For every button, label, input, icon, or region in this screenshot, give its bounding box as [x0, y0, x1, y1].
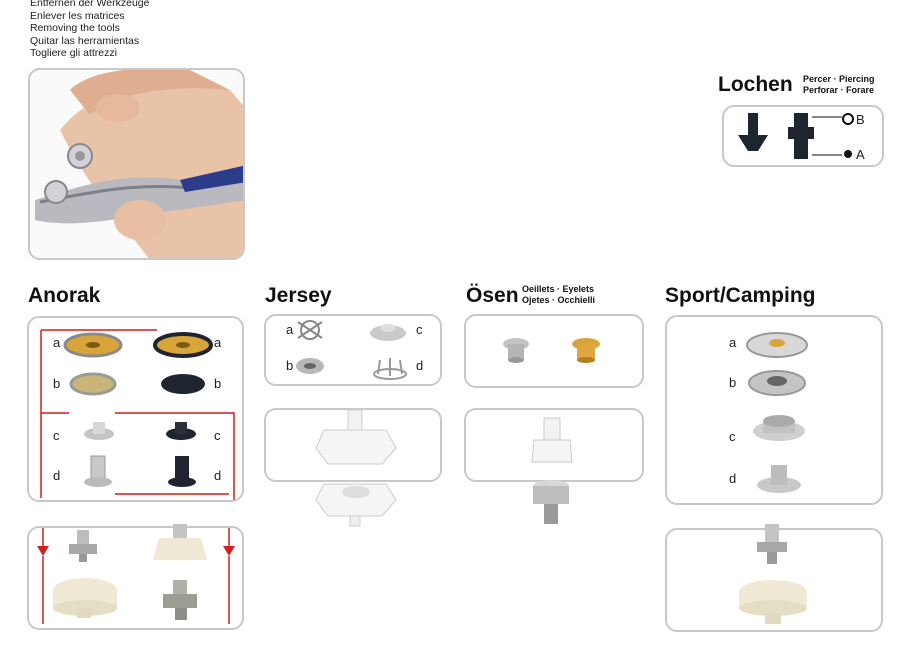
- lochen-label-a: A: [856, 147, 865, 162]
- piercing-tool-illustration: [738, 113, 854, 159]
- sport-parts-panel: a b c d: [665, 315, 883, 505]
- anorak-title: Anorak: [28, 284, 101, 307]
- sport-camping-title: Sport/Camping: [665, 284, 816, 307]
- sport-letter-c: c: [729, 429, 736, 444]
- lochen-panel: B A: [722, 105, 884, 167]
- jersey-letter-a: a: [286, 322, 294, 337]
- osen-tools-illustration: [531, 417, 573, 524]
- anorak-parts-illustration: [40, 329, 235, 500]
- anorak-letter-b-left: b: [53, 376, 61, 391]
- anorak-tools-panel: [27, 524, 244, 630]
- anorak-letter-b-right: b: [214, 376, 222, 391]
- sport-letter-d: d: [729, 471, 737, 486]
- intro-text: Entfernen der Werkzeuge Enlever les matr…: [30, 0, 149, 60]
- anorak-letter-c-right: c: [214, 428, 221, 443]
- jersey-parts-panel: a c b d: [264, 314, 442, 386]
- lochen-subtitle-1: Percer · Piercing: [803, 74, 875, 84]
- anorak-tools-illustration: [37, 524, 235, 624]
- jersey-tools-illustration: [315, 409, 397, 527]
- intro-line: Quitar las herramientas: [30, 34, 140, 47]
- lochen-title: Lochen: [718, 73, 793, 96]
- anorak-parts-panel: a a b b c c d d: [27, 316, 244, 502]
- sport-letter-a: a: [729, 335, 737, 350]
- intro-line: Togliere gli attrezzi: [30, 47, 117, 60]
- sport-letter-b: b: [729, 375, 737, 390]
- sport-tools-illustration: [739, 524, 807, 624]
- intro-line: Enlever les matrices: [30, 9, 125, 22]
- osen-title: Ösen: [466, 284, 519, 307]
- anorak-letter-d-left: d: [53, 468, 61, 483]
- pliers-photo: [28, 68, 245, 260]
- osen-subtitle-1: Oeillets · Eyelets: [522, 284, 595, 294]
- osen-subtitle-2: Ojetes · Occhielli: [522, 295, 596, 305]
- jersey-letter-c: c: [416, 322, 423, 337]
- jersey-letter-b: b: [286, 358, 294, 373]
- anorak-letter-d-right: d: [214, 468, 222, 483]
- anorak-letter-c-left: c: [53, 428, 60, 443]
- sport-tools-panel: [665, 524, 883, 632]
- sport-parts-illustration: [746, 332, 808, 493]
- intro-line: Removing the tools: [30, 22, 120, 35]
- osen-parts-illustration: [503, 338, 600, 363]
- jersey-parts-illustration: [296, 320, 407, 380]
- lochen-subtitle-2: Perforar · Forare: [803, 85, 875, 95]
- jersey-letter-d: d: [416, 358, 424, 373]
- lochen-label-b: B: [856, 112, 865, 127]
- osen-parts-panel: [464, 314, 644, 388]
- anorak-letter-a-right: a: [214, 335, 222, 350]
- pliers-hand-illustration: [35, 70, 243, 258]
- anorak-letter-a-left: a: [53, 335, 61, 350]
- intro-line: Entfernen der Werkzeuge: [30, 0, 150, 9]
- jersey-title: Jersey: [265, 284, 332, 307]
